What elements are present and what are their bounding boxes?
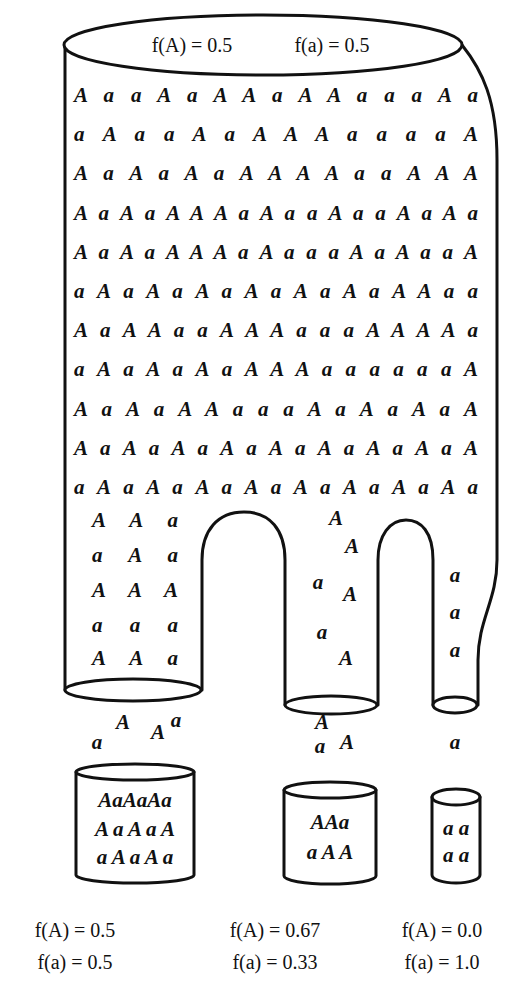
allele-row: A [339, 647, 353, 669]
allele-row: A [329, 507, 343, 529]
allele-row: a A a A a [97, 846, 174, 868]
allele-row: a [317, 621, 328, 643]
population-bottle: f(A) = 0.5f(a) = 0.5A a a A a A A a A A … [0, 0, 522, 720]
falling-allele: A [315, 711, 329, 733]
frequency-label: f(a) = 0.5 [294, 35, 369, 56]
frequency-label: f(A) = 0.5 [152, 35, 233, 56]
allele-row: A A a [92, 509, 178, 531]
frequency-label: f(A) = 0.0 [402, 920, 483, 941]
allele-row: A [345, 535, 359, 557]
allele-row: A a A A a a A A A a a a A A A A a [74, 319, 478, 341]
allele-row: a A a A a A a A a A a A a A A a a [74, 280, 478, 302]
falling-allele: A [151, 721, 165, 743]
allele-row: A a A a A A A a A a a a A a A a a A [74, 241, 478, 263]
allele-row: a A a A a A a A A A a a a a a a A [74, 358, 478, 380]
sample-cup: AaAaAa A a A a A a A a A a [74, 760, 196, 885]
allele-row: a [450, 601, 461, 623]
allele-row: A a A a A a A A A A a a A A A [74, 162, 478, 184]
frequency-label: f(a) = 0.5 [37, 952, 112, 973]
allele-row: A A a [92, 647, 178, 669]
frequency-label: f(A) = 0.5 [35, 920, 116, 941]
sample-cup: AAa a A A [282, 778, 378, 886]
frequency-label: f(a) = 0.33 [232, 952, 317, 973]
frequency-label: f(A) = 0.67 [230, 920, 321, 941]
allele-row: a [450, 564, 461, 586]
allele-row: a A A [307, 841, 353, 863]
falling-allele: a [450, 731, 461, 753]
allele-row: a A a a A a A A A a a a a A [74, 123, 478, 145]
allele-row: AAa [311, 811, 350, 833]
allele-row: a [313, 571, 324, 593]
allele-row: a a [443, 844, 469, 866]
allele-row: a A a [92, 544, 178, 566]
allele-row: A a A a A A A a A a a A a a A a A a [74, 202, 478, 224]
allele-row: A A A [92, 579, 178, 601]
sample-cup: a a a a [430, 785, 482, 885]
allele-row: A a a A a A A a A A a a a A a [74, 84, 478, 106]
falling-allele: a [315, 735, 326, 757]
allele-row: A [343, 583, 357, 605]
allele-row: a [450, 639, 461, 661]
frequency-label: f(a) = 1.0 [404, 952, 479, 973]
allele-row: a a [443, 817, 469, 839]
allele-row: A a A a A [95, 818, 175, 840]
allele-row: A a A a A a A a A a A a A a A a A [74, 437, 478, 459]
allele-row: a A a A a A a A a A a A a A a A a [74, 476, 478, 498]
falling-allele: a [92, 731, 103, 753]
falling-allele: A [116, 711, 130, 733]
allele-row: A a A a A A a a a A a A a A a A [74, 398, 478, 420]
allele-row: AaAaAa [98, 789, 172, 811]
falling-allele: a [171, 709, 182, 731]
falling-allele: A [340, 731, 354, 753]
allele-row: a a a [92, 614, 178, 636]
